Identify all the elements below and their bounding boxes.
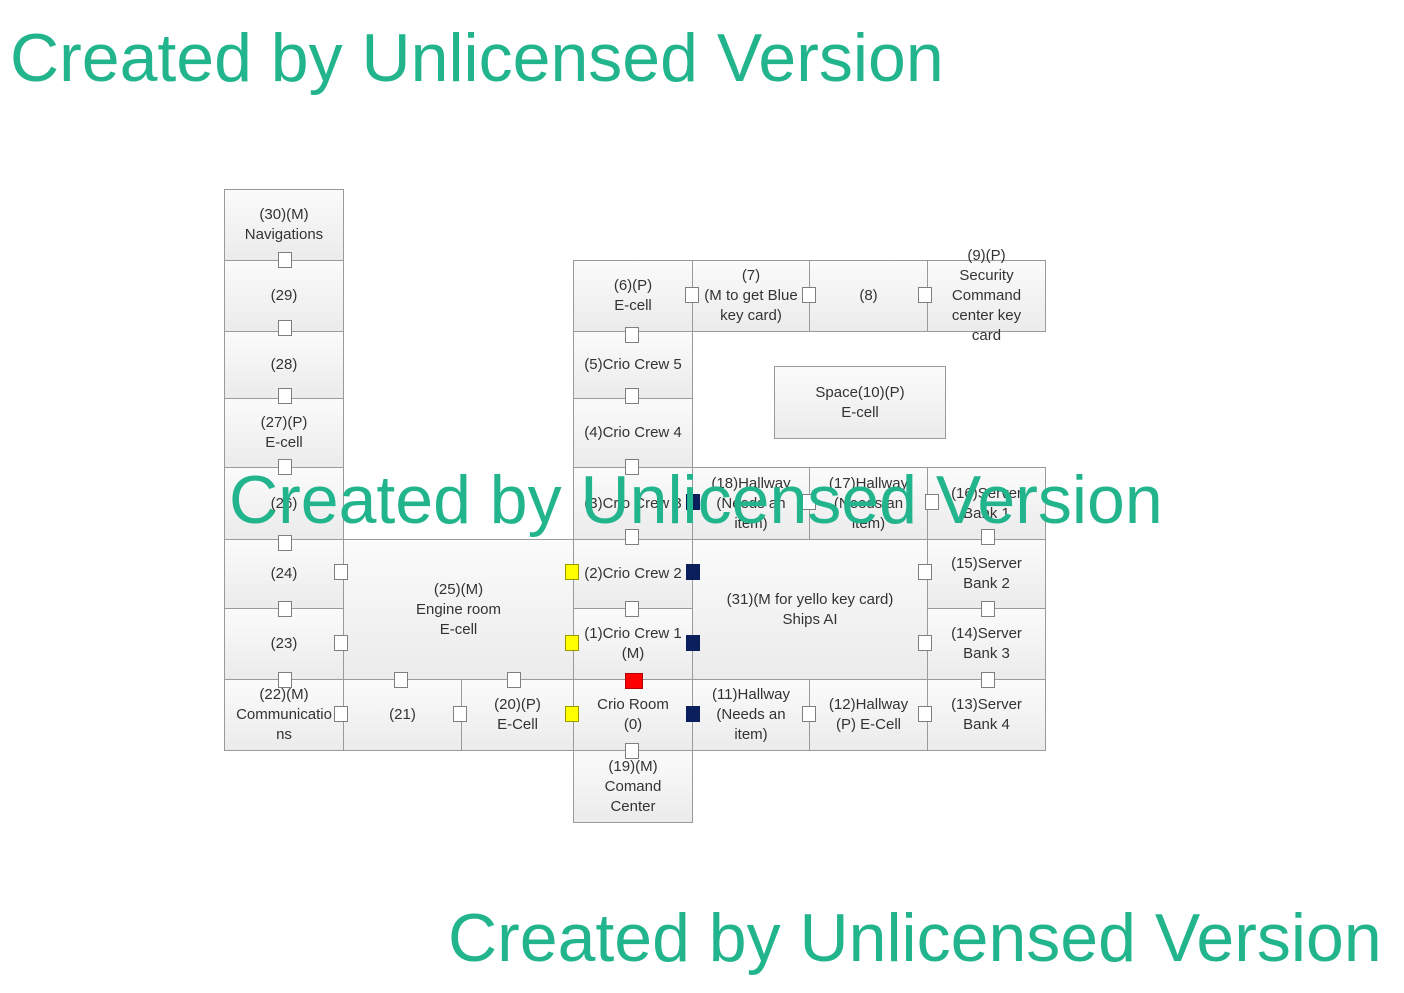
room-16: (16)Server Bank 1 (927, 467, 1046, 540)
room-14: (14)Server Bank 3 (927, 608, 1046, 680)
yellow-door-25-1[interactable] (565, 635, 579, 651)
room-31: (31)(M for yello key card) Ships AI (692, 539, 928, 680)
door-18-17[interactable] (802, 494, 816, 510)
door-21-20[interactable] (453, 706, 467, 722)
door-5-4[interactable] (625, 388, 639, 404)
door-24-23[interactable] (278, 601, 292, 617)
room-18: (18)Hallway (Needs an item) (692, 467, 810, 540)
room-20: (20)(P) E-Cell (461, 679, 574, 751)
door-6-7[interactable] (685, 287, 699, 303)
door-25-20[interactable] (507, 672, 521, 688)
door-23-25[interactable] (334, 635, 348, 651)
door-2-1[interactable] (625, 601, 639, 617)
room-15: (15)Server Bank 2 (927, 539, 1046, 609)
room-13: (13)Server Bank 4 (927, 679, 1046, 751)
door-29-28[interactable] (278, 320, 292, 336)
door-25-21[interactable] (394, 672, 408, 688)
room-11: (11)Hallway (Needs an item) (692, 679, 810, 751)
blue-door-1-31[interactable] (686, 635, 700, 651)
door-27-26[interactable] (278, 459, 292, 475)
watermark-bottom: Created by Unlicensed Version (448, 900, 1382, 976)
door-15-14[interactable] (981, 601, 995, 617)
room-30: (30)(M) Navigations (224, 189, 344, 261)
door-12-13[interactable] (918, 706, 932, 722)
room-12: (12)Hallway (P) E-Cell (809, 679, 928, 751)
room-6: (6)(P) E-cell (573, 260, 693, 332)
watermark-middle: Created by Unlicensed Version (229, 462, 1163, 538)
room-28: (28) (224, 331, 344, 399)
door-28-27[interactable] (278, 388, 292, 404)
door-0-19[interactable] (625, 743, 639, 759)
room-2: (2)Crio Crew 2 (573, 539, 693, 609)
door-7-8[interactable] (802, 287, 816, 303)
room-3: (3)Crio Crew 3 (573, 467, 693, 540)
room-8: (8) (809, 260, 928, 332)
start-marker-1-0[interactable] (625, 673, 643, 689)
room-5: (5)Crio Crew 5 (573, 331, 693, 399)
blue-door-3-18[interactable] (686, 494, 700, 510)
door-3-2[interactable] (625, 529, 639, 545)
blue-door-0-11[interactable] (686, 706, 700, 722)
room-19: (19)(M) Comand Center (573, 750, 693, 823)
room-21: (21) (343, 679, 462, 751)
yellow-door-20-0[interactable] (565, 706, 579, 722)
room-4: (4)Crio Crew 4 (573, 398, 693, 468)
door-23-22[interactable] (278, 672, 292, 688)
door-22-21[interactable] (334, 706, 348, 722)
room-7: (7) (M to get Blue key card) (692, 260, 810, 332)
door-8-9[interactable] (918, 287, 932, 303)
room-9: (9)(P) Security Command center key card (927, 247, 1046, 344)
room-10: Space(10)(P) E-cell (774, 366, 946, 439)
door-31-14[interactable] (918, 635, 932, 651)
door-31-15[interactable] (918, 564, 932, 580)
yellow-door-25-2[interactable] (565, 564, 579, 580)
door-11-12[interactable] (802, 706, 816, 722)
door-30-29[interactable] (278, 252, 292, 268)
room-23: (23) (224, 608, 344, 680)
door-24-25[interactable] (334, 564, 348, 580)
room-22: (22)(M) Communicatio ns (224, 679, 344, 751)
door-16-15[interactable] (981, 529, 995, 545)
room-25: (25)(M) Engine room E-cell (343, 539, 574, 680)
room-0: Crio Room (0) (573, 679, 693, 751)
room-27: (27)(P) E-cell (224, 398, 344, 468)
blue-door-2-31[interactable] (686, 564, 700, 580)
door-6-5[interactable] (625, 327, 639, 343)
watermark-top: Created by Unlicensed Version (10, 20, 944, 96)
door-26-24[interactable] (278, 535, 292, 551)
door-4-3[interactable] (625, 459, 639, 475)
room-26: (26) (224, 467, 344, 540)
door-17-16[interactable] (925, 494, 939, 510)
room-17: (17)Hallway (Needs an item) (809, 467, 928, 540)
room-1: (1)Crio Crew 1 (M) (573, 608, 693, 680)
door-14-13[interactable] (981, 672, 995, 688)
